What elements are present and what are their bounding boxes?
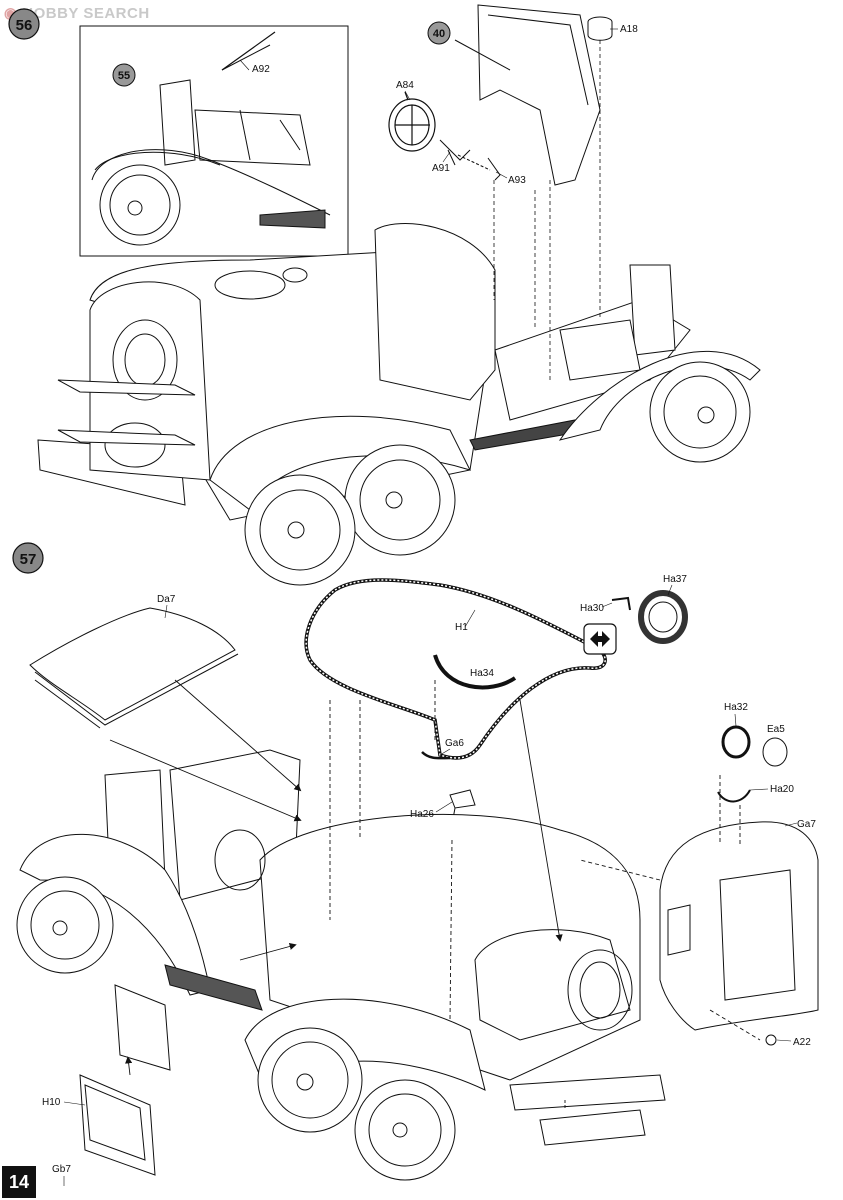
label-ea5: Ea5	[767, 724, 785, 735]
label-a22: A22	[793, 1037, 811, 1048]
inset-chassis-drawing	[91, 44, 331, 246]
label-a91: A91	[432, 163, 450, 174]
rod-part	[221, 31, 276, 71]
lamp-parts	[717, 725, 788, 803]
step-56: 56 55 40	[8, 4, 761, 586]
page-number: 14	[2, 1166, 36, 1198]
steering-wheel-part	[388, 91, 436, 152]
step-57-number: 57	[20, 551, 37, 568]
sub-step-55-badge	[112, 63, 136, 87]
door-h10-part	[79, 984, 171, 1176]
label-ha37: Ha37	[663, 574, 687, 585]
label-h10: H10	[42, 1097, 61, 1108]
label-ha26: Ha26	[410, 809, 434, 820]
step-56-badge	[8, 8, 40, 40]
label-a18: A18	[620, 24, 638, 35]
step-57: 57	[12, 542, 819, 1181]
cab-frame-part	[454, 4, 601, 186]
part-labels: A92 A84 A91 A93 A18 Da7 H1 Ha37 Ha30 Ha3…	[42, 24, 816, 1186]
fuel-cap-part	[587, 16, 613, 41]
hose-h1-coil	[305, 579, 606, 759]
column-parts	[439, 139, 501, 181]
label-ha32: Ha32	[724, 702, 748, 713]
roof-part	[29, 607, 239, 729]
label-da7: Da7	[157, 594, 176, 605]
truck-57-wheels	[16, 876, 456, 1181]
step-56-number: 56	[16, 17, 33, 34]
label-ha20: Ha20	[770, 784, 794, 795]
spare-tire-part	[611, 590, 688, 644]
label-ha34: Ha34	[470, 668, 494, 679]
fitting-ga6-part	[421, 751, 451, 760]
step-56-guides	[493, 40, 601, 380]
label-a93: A93	[508, 175, 526, 186]
step-57-guides	[109, 679, 761, 1110]
hose-h1-part	[304, 578, 607, 760]
truck-57-drawing	[19, 749, 666, 1146]
watermark-text: HOBBY SEARCH	[22, 5, 150, 22]
label-gb7: Gb7	[52, 1164, 71, 1175]
sub-step-40-badge	[427, 21, 451, 45]
label-h1: H1	[455, 622, 468, 633]
sub-step-40-number: 40	[433, 28, 445, 40]
both-sides-arrows-icon	[590, 631, 610, 647]
watermark: ◉ HOBBY SEARCH	[4, 5, 150, 22]
label-ga7: Ga7	[797, 819, 816, 830]
label-a84: A84	[396, 80, 414, 91]
hose-ha34-part	[433, 654, 517, 690]
label-a92: A92	[252, 64, 270, 75]
sub-step-55-number: 55	[118, 70, 130, 82]
step-57-badge	[12, 542, 44, 574]
label-ha30: Ha30	[580, 603, 604, 614]
truck-56-wheels	[244, 361, 751, 586]
rear-panel-ga7-part	[659, 821, 819, 1046]
label-ga6: Ga6	[445, 738, 464, 749]
